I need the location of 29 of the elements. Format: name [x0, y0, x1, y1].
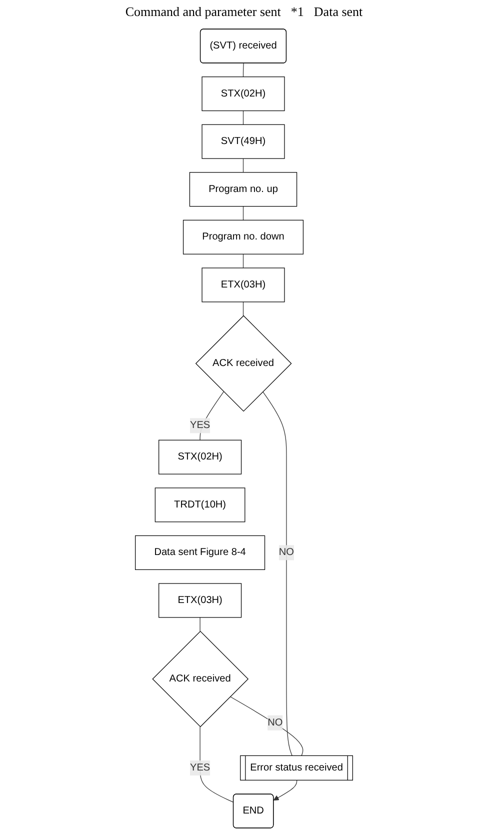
- connector: [200, 726, 234, 803]
- side-note: *1: [290, 4, 304, 20]
- node-box: SVT(49H): [202, 124, 285, 159]
- node-box: ETX(03H): [202, 268, 285, 302]
- connector: [230, 696, 304, 756]
- node-box: Program no. down: [182, 220, 304, 254]
- node-diamond: ACK received: [152, 630, 249, 728]
- connector: [242, 302, 244, 316]
- connector: [262, 391, 293, 756]
- node-box: STX(02H): [202, 76, 285, 112]
- connector: [242, 62, 244, 78]
- connector: [242, 110, 244, 125]
- edge-label: NO: [268, 717, 283, 728]
- node-box: TRDT(10H): [154, 488, 246, 522]
- connector: [242, 158, 244, 173]
- node-diamond: ACK received: [195, 315, 292, 412]
- edge-label: NO: [278, 547, 294, 558]
- connector: [200, 391, 224, 440]
- node-box: ETX(03H): [158, 583, 242, 618]
- side-note: Command and parameter sent: [125, 4, 281, 20]
- node-box: STX(02H): [158, 440, 242, 474]
- node-box: Data sent Figure 8-4: [135, 535, 266, 570]
- side-note: Data sent: [314, 4, 363, 20]
- edge-label: YES: [190, 420, 210, 431]
- connector: [242, 206, 244, 220]
- node-box: Program no. up: [189, 172, 298, 207]
- edge-label: YES: [190, 762, 210, 773]
- arrow: [273, 780, 298, 800]
- connector: [242, 254, 244, 268]
